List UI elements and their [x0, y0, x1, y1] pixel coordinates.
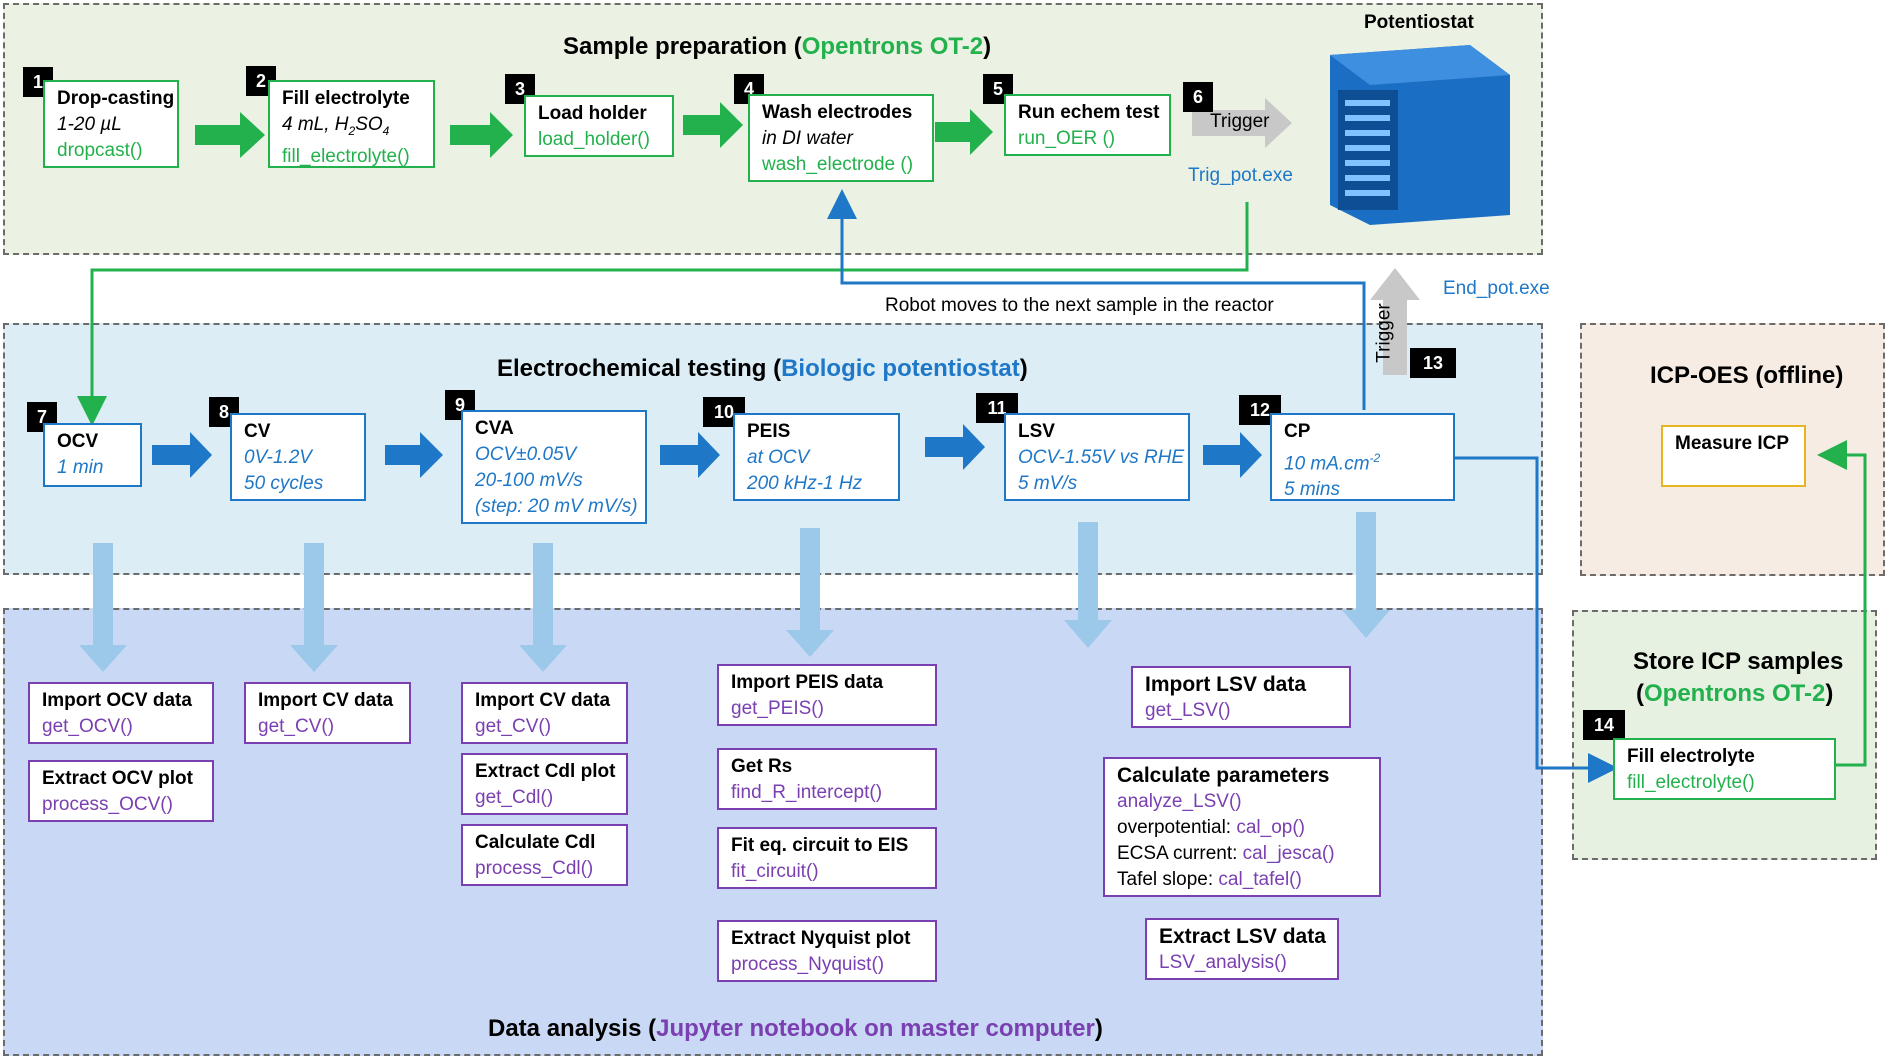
step-peis: PEIS at OCV 200 kHz-1 Hz [733, 413, 900, 501]
step-cva: CVA OCV±0.05V 20-100 mV/s (step: 20 mV m… [461, 410, 647, 524]
step-fill-electrolyte-icp: Fill electrolyte fill_electrolyte() [1613, 738, 1836, 800]
trig-pot-exe: Trig_pot.exe [1188, 165, 1293, 186]
store-icp-subtitle: (Opentrons OT-2) [1636, 680, 1834, 707]
step-number-3: 3 [505, 74, 535, 104]
end-pot-exe: End_pot.exe [1443, 278, 1550, 299]
step-ocv: OCV 1 min [43, 423, 142, 487]
step-lsv: LSV OCV-1.55V vs RHE 5 mV/s [1004, 413, 1190, 501]
extract-nyquist-plot: Extract Nyquist plot process_Nyquist() [717, 920, 937, 982]
step-load-holder: Load holder load_holder() [524, 95, 674, 157]
trigger-label-13: Trigger [1373, 303, 1395, 363]
step-number-14: 14 [1583, 710, 1625, 740]
step-cv: CV 0V-1.2V 50 cycles [230, 413, 366, 501]
extract-ocv-plot: Extract OCV plot process_OCV() [28, 760, 214, 822]
trigger-label-6: Trigger [1210, 111, 1270, 132]
sample-prep-title: Sample preparation (Opentrons OT-2) [563, 33, 992, 60]
step-number-10: 10 [703, 397, 745, 427]
step-fill-electrolyte: Fill electrolyte 4 mL, H2SO4 fill_electr… [268, 80, 435, 168]
step-wash-electrodes: Wash electrodes in DI water wash_electro… [748, 94, 934, 182]
icp-oes-title: ICP-OES (offline) [1650, 362, 1844, 389]
store-icp-title: Store ICP samples [1633, 648, 1844, 675]
extract-lsv-data: Extract LSV data LSV_analysis() [1145, 918, 1339, 980]
step-drop-casting: Drop-casting 1-20 µL dropcast() [43, 80, 179, 168]
analysis-title: Data analysis (Jupyter notebook on maste… [488, 1015, 1103, 1042]
get-rs: Get Rs find_R_intercept() [717, 748, 937, 810]
step-run-echem-test: Run echem test run_OER () [1004, 94, 1171, 156]
calculate-parameters: Calculate parameters analyze_LSV() overp… [1103, 757, 1381, 897]
robot-note: Robot moves to the next sample in the re… [885, 295, 1274, 316]
echem-title: Electrochemical testing (Biologic potent… [497, 355, 1028, 382]
measure-icp-box: Measure ICP [1661, 425, 1806, 487]
import-cv-data: Import CV data get_CV() [244, 682, 411, 744]
potentiostat-label: Potentiostat [1364, 12, 1474, 33]
step-number-6: 6 [1183, 82, 1213, 112]
import-ocv-data: Import OCV data get_OCV() [28, 682, 214, 744]
calculate-cdl: Calculate Cdl process_Cdl() [461, 824, 628, 886]
fit-eq-circuit: Fit eq. circuit to EIS fit_circuit() [717, 827, 937, 889]
import-peis-data: Import PEIS data get_PEIS() [717, 664, 937, 726]
step-number-13: 13 [1410, 348, 1456, 378]
step-cp: CP 10 mA.cm-2 5 mins [1270, 413, 1455, 501]
cva-import-cv-data: Import CV data get_CV() [461, 682, 628, 744]
extract-cdl-plot: Extract Cdl plot get_Cdl() [461, 753, 628, 815]
import-lsv-data: Import LSV data get_LSV() [1131, 666, 1351, 728]
